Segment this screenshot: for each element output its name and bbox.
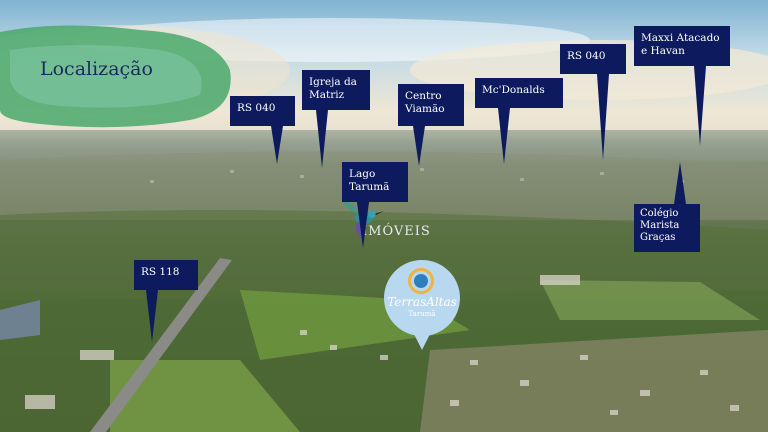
logo-name: TerrasAltas bbox=[387, 295, 457, 309]
marker-label-line: RS 118 bbox=[141, 266, 180, 278]
watercolor-splash bbox=[0, 25, 231, 128]
marker-label-line: Graças bbox=[640, 232, 676, 243]
marker-label-line: Viamão bbox=[405, 103, 445, 115]
imoveis-watermark: IMÓVEIS bbox=[362, 224, 431, 239]
marker-label-line: Igreja da bbox=[309, 76, 357, 88]
logo-subtitle: Tarumã bbox=[408, 310, 436, 318]
marker-label-line: RS 040 bbox=[567, 50, 606, 62]
marker-label-line: Marista bbox=[640, 220, 680, 231]
marker-label-line: Colégio bbox=[640, 208, 679, 219]
terras-altas-logo-icon bbox=[408, 268, 434, 294]
logo-mark-center bbox=[414, 274, 428, 288]
marker-label-line: RS 040 bbox=[237, 102, 276, 114]
marker-label-line: e Havan bbox=[641, 45, 685, 57]
marker-label-line: Tarumã bbox=[349, 181, 390, 193]
marker-label-line: Lago bbox=[349, 168, 376, 180]
logo-pin-tail bbox=[410, 326, 434, 350]
marker-label-line: Maxxi Atacado bbox=[641, 32, 720, 44]
marker-label-line: Matriz bbox=[309, 89, 345, 101]
marker-label-line: Centro bbox=[405, 90, 442, 102]
marker-label-line: Mc'Donalds bbox=[482, 84, 545, 96]
page-title: Localização bbox=[40, 58, 153, 80]
